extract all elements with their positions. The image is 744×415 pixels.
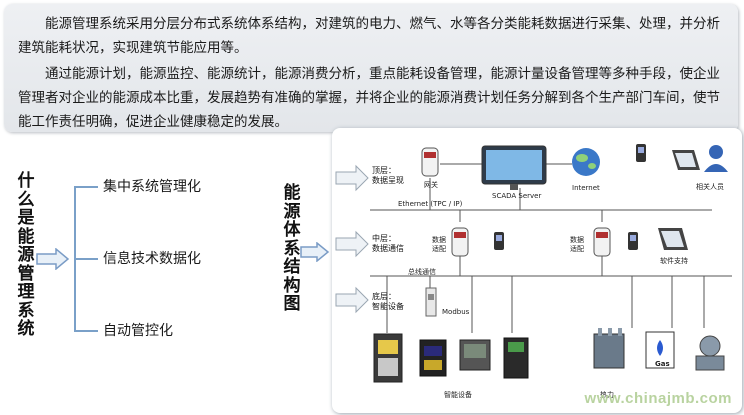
modbus-label: Modbus <box>442 308 470 316</box>
mobile-phone-icon-mid-right <box>628 232 638 250</box>
diagram-lines <box>335 144 732 383</box>
smart-devices-label: 智能设备 <box>444 391 472 399</box>
mobile-phone-icon-top <box>636 144 646 162</box>
diagram-title: 能源体系结构图 <box>283 183 301 314</box>
internet-globe-icon <box>572 148 600 176</box>
ethernet-label: Ethernet (TPC / IP) <box>398 200 463 208</box>
people-label: 相关人员 <box>696 183 724 191</box>
transformer-icon <box>593 328 625 369</box>
laptop-icon-mid <box>658 228 688 250</box>
person-icon <box>704 145 728 172</box>
level-bottom-label: 底层：智能设备 <box>372 292 404 311</box>
multifunction-meter-icon <box>459 339 491 371</box>
scada-server-icon <box>481 145 547 190</box>
software-support-label: 软件支持 <box>660 257 688 265</box>
controller-device-icon <box>503 337 529 379</box>
item-information-data: 信息技术数据化 <box>103 251 201 267</box>
breaker-cabinet-icon <box>373 333 403 383</box>
data-adapter-left-label: 数据 适配 <box>432 236 446 253</box>
heat-label: 热力 <box>600 391 614 399</box>
firewall-icon-top <box>421 147 439 177</box>
item-auto-control: 自动管控化 <box>103 323 173 339</box>
gas-meter-icon <box>645 331 675 369</box>
level-top-label: 顶层：数据呈现 <box>372 166 404 185</box>
mobile-phone-icon-mid-left <box>494 232 504 250</box>
data-adapter-right-label: 数据 适配 <box>570 236 584 253</box>
gateway-label: 网关 <box>424 181 438 189</box>
left-arrow-icon <box>36 248 70 270</box>
bracket-tick-2 <box>74 258 98 260</box>
bracket-tick-3 <box>74 330 98 332</box>
diagram-arrow-icon <box>300 242 330 262</box>
architecture-diagram: 顶层：数据呈现 中层：数据通信 底层：智能设备 网关 SCADA Server … <box>332 128 742 413</box>
power-meter-icon <box>419 339 447 377</box>
meter-device-icon <box>425 287 437 317</box>
item-centralized-management: 集中系统管理化 <box>103 179 201 195</box>
level-middle-label: 中层：数据通信 <box>372 234 404 253</box>
data-adapter-icon-right <box>593 227 611 257</box>
scada-server-label: SCADA Server <box>492 192 542 200</box>
bracket-tick-1 <box>74 186 98 188</box>
internet-label: Internet <box>572 184 600 192</box>
valve-icon <box>695 335 725 371</box>
intro-paragraph-1: 能源管理系统采用分层分布式系统体系结构，对建筑的电力、燃气、水等各分类能耗数据进… <box>18 16 720 56</box>
watermark: www.chinajmb.com <box>584 390 732 407</box>
laptop-icon-top <box>672 150 700 170</box>
bus-communication-label: 总线通信 <box>408 268 436 276</box>
intro-paragraph-2: 通过能源计划，能源监控、能源统计，能源消费分析，重点能耗设备管理，能源计量设备管… <box>18 66 720 130</box>
gas-label: Gas <box>655 360 670 368</box>
left-section-title: 什么是能源管理系统 <box>17 171 35 339</box>
intro-panel: 能源管理系统采用分层分布式系统体系结构，对建筑的电力、燃气、水等各分类能耗数据进… <box>4 4 738 132</box>
data-adapter-icon-left <box>451 227 469 257</box>
